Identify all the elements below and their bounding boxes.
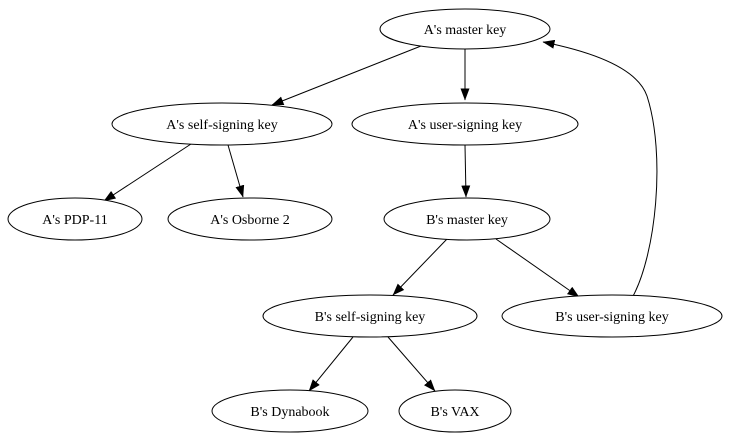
node-a-pdp-11: A's PDP-11 (7, 197, 143, 241)
node-b-master-key-label: B's master key (426, 213, 508, 228)
edge-b-master-key-to-b-user-signing-key (495, 238, 580, 298)
node-a-self-signing-key-label: A's self-signing key (166, 118, 277, 133)
node-b-user-signing-key-label: B's user-signing key (555, 310, 668, 325)
node-b-self-signing-key: B's self-signing key (262, 294, 478, 338)
node-b-master-key: B's master key (383, 197, 551, 241)
node-a-user-signing-key: A's user-signing key (351, 102, 579, 146)
edge-a-self-signing-key-to-a-osborne-2 (227, 144, 245, 198)
node-b-user-signing-key: B's user-signing key (501, 294, 723, 338)
node-b-vax: B's VAX (398, 389, 512, 433)
node-b-dynabook: B's Dynabook (211, 389, 369, 433)
node-a-osborne-2-shape (167, 197, 333, 241)
node-b-vax-shape (398, 389, 512, 433)
node-a-pdp-11-shape (7, 197, 143, 241)
node-b-vax-label: B's VAX (430, 405, 479, 420)
node-b-dynabook-label: B's Dynabook (250, 405, 329, 420)
node-a-osborne-2: A's Osborne 2 (167, 197, 333, 241)
node-a-self-signing-key: A's self-signing key (111, 102, 333, 146)
edge-b-self-signing-key-to-b-vax (387, 336, 436, 392)
node-a-master-key: A's master key (379, 8, 551, 50)
node-b-self-signing-key-shape (262, 294, 478, 338)
node-b-self-signing-key-label: B's self-signing key (315, 310, 426, 325)
node-b-user-signing-key-shape (501, 294, 723, 338)
edge-a-user-signing-key-to-b-master-key (461, 144, 471, 198)
node-a-self-signing-key-shape (111, 102, 333, 146)
edge-a-self-signing-key-to-a-pdp-11 (103, 143, 192, 202)
node-b-master-key-shape (383, 197, 551, 241)
node-a-pdp-11-label: A's PDP-11 (42, 213, 107, 228)
node-a-master-key-label: A's master key (424, 23, 507, 38)
edge-b-user-signing-key-to-a-master-key (542, 39, 658, 299)
node-b-dynabook-shape (211, 389, 369, 433)
edge-a-master-key-to-a-self-signing-key (271, 45, 422, 106)
edge-b-self-signing-key-to-b-dynabook (308, 336, 354, 392)
node-a-master-key-shape (379, 8, 551, 50)
node-a-osborne-2-label: A's Osborne 2 (210, 213, 290, 228)
node-a-user-signing-key-label: A's user-signing key (408, 118, 522, 133)
edge-b-master-key-to-b-self-signing-key (392, 238, 448, 296)
node-a-user-signing-key-shape (351, 102, 579, 146)
